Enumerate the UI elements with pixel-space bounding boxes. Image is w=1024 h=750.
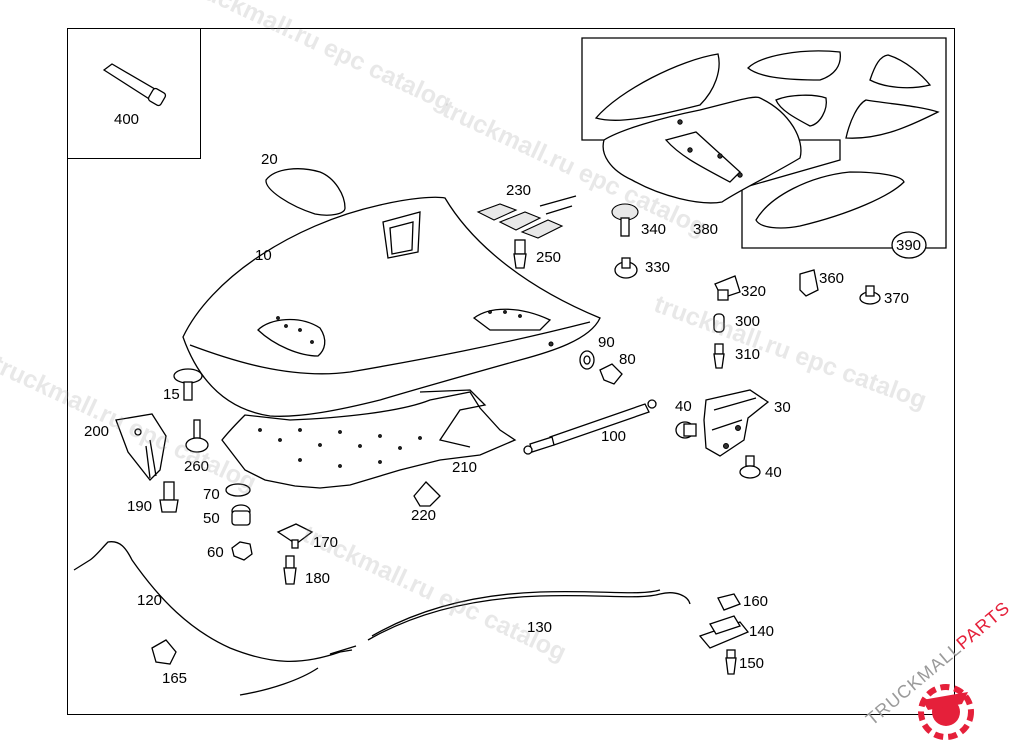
callout-390: 390 xyxy=(896,237,922,254)
bolt-190 xyxy=(159,481,179,513)
insulation-210 xyxy=(221,389,517,489)
screw-150 xyxy=(725,649,737,675)
screw-180 xyxy=(283,555,297,585)
callout-200: 200 xyxy=(84,423,110,440)
callout-60: 60 xyxy=(207,544,224,561)
buffer-260 xyxy=(185,419,209,453)
callout-210: 210 xyxy=(452,459,478,476)
callout-190: 190 xyxy=(127,498,153,515)
clip-165 xyxy=(151,639,177,665)
callout-250: 250 xyxy=(536,249,562,266)
callout-90: 90 xyxy=(598,334,615,351)
callout-310: 310 xyxy=(735,346,761,363)
release-cable-130 xyxy=(367,592,691,641)
callout-100: 100 xyxy=(601,428,627,445)
hood-10 xyxy=(182,196,601,417)
lever-140 xyxy=(698,615,750,649)
insulation-pads-380-390 xyxy=(594,50,940,229)
callout-80: 80 xyxy=(619,351,636,368)
vent-grilles-230 xyxy=(476,195,577,239)
clip-220 xyxy=(413,481,441,507)
callout-400: 400 xyxy=(114,111,140,128)
callout-15: 15 xyxy=(163,386,180,403)
clip-340 xyxy=(611,203,639,237)
release-cable-120 xyxy=(73,541,353,663)
nut-330 xyxy=(614,257,638,279)
screw-250 xyxy=(513,239,527,269)
clip-160 xyxy=(717,593,741,611)
callout-30: 30 xyxy=(774,399,791,416)
nut-40-upper xyxy=(675,421,697,439)
callout-140: 140 xyxy=(749,623,775,640)
bolt-310 xyxy=(713,343,725,369)
clip-320 xyxy=(714,275,741,301)
callout-50: 50 xyxy=(203,510,220,527)
callout-370: 370 xyxy=(884,290,910,307)
callout-circle-390 xyxy=(891,231,927,259)
hinge-30 xyxy=(703,389,770,457)
callout-120: 120 xyxy=(137,592,163,609)
callout-40-upper: 40 xyxy=(675,398,692,415)
callout-230: 230 xyxy=(506,182,532,199)
clip-170 xyxy=(276,523,314,549)
callout-170: 170 xyxy=(313,534,339,551)
callout-130: 130 xyxy=(527,619,553,636)
ring-70 xyxy=(225,483,251,497)
grease-tube-400 xyxy=(102,63,167,107)
callout-20: 20 xyxy=(261,151,278,168)
callout-220: 220 xyxy=(411,507,437,524)
callout-160: 160 xyxy=(743,593,769,610)
callout-330: 330 xyxy=(645,259,671,276)
callout-320: 320 xyxy=(741,283,767,300)
hood-lock-200 xyxy=(115,413,167,481)
callout-165: 165 xyxy=(162,670,188,687)
callout-300: 300 xyxy=(735,313,761,330)
callout-40-lower: 40 xyxy=(765,464,782,481)
push-nut-370 xyxy=(859,285,881,305)
bolt-40-lower xyxy=(739,455,761,479)
diagram-frame xyxy=(67,28,955,715)
callout-150: 150 xyxy=(739,655,765,672)
truckmall-logo-mark xyxy=(918,684,974,740)
inset-frame-400 xyxy=(67,28,201,159)
buffer-80 xyxy=(599,363,623,385)
callout-260: 260 xyxy=(184,458,210,475)
callout-180: 180 xyxy=(305,570,331,587)
stop-15 xyxy=(173,368,203,401)
callout-10: 10 xyxy=(255,247,272,264)
callout-70: 70 xyxy=(203,486,220,503)
clip-360 xyxy=(799,269,819,297)
callout-340: 340 xyxy=(641,221,667,238)
cover-20 xyxy=(265,168,346,216)
callout-360: 360 xyxy=(819,270,845,287)
gas-strut-100 xyxy=(523,399,657,455)
nut-60 xyxy=(231,541,253,561)
callout-380: 380 xyxy=(693,221,719,238)
sleeve-300 xyxy=(713,313,725,333)
bumper-50 xyxy=(231,504,251,526)
washer-90 xyxy=(579,350,595,370)
